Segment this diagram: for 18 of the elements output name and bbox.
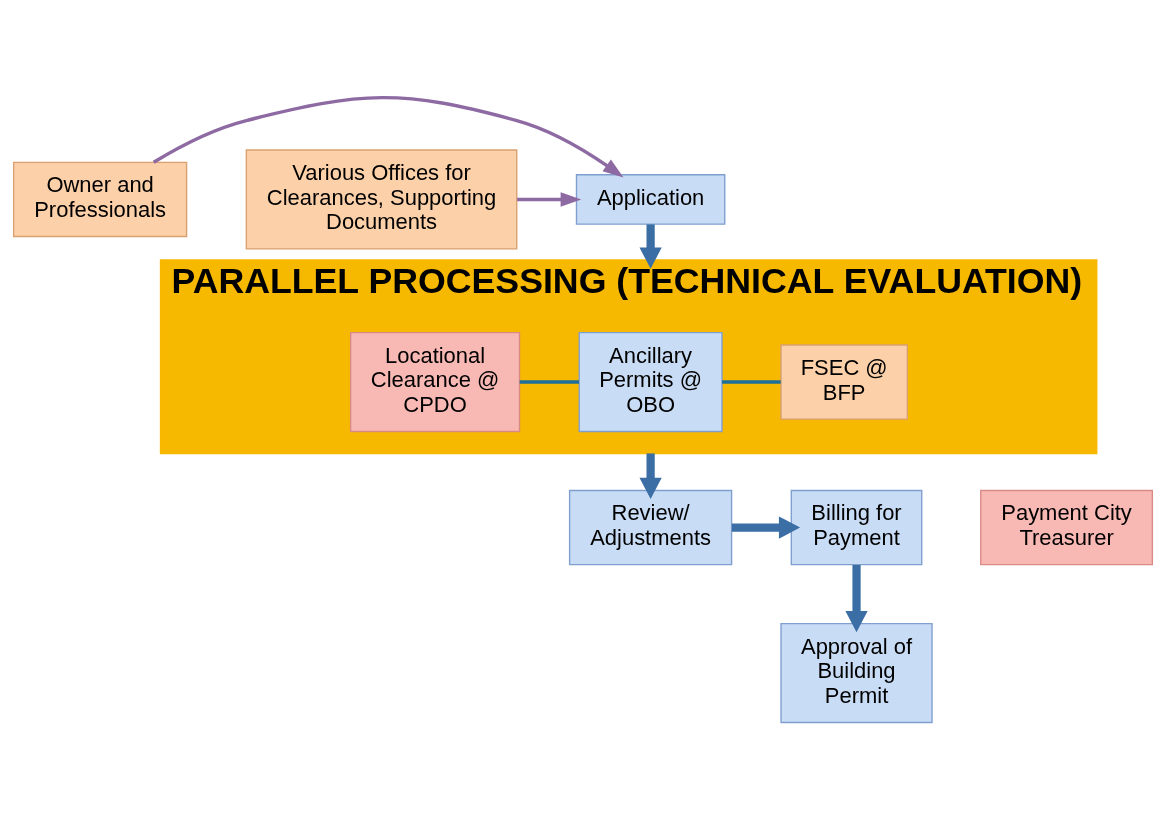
node-box: Application (575, 173, 726, 225)
connector (722, 379, 781, 384)
arrow (152, 95, 624, 177)
node-box: Various Offices for Clearances, Supporting Documents (245, 148, 518, 250)
node-box: Approval of Building Permit (780, 622, 933, 723)
arrow (845, 564, 868, 632)
connector (519, 379, 579, 384)
arrow (639, 452, 662, 499)
node-box: Payment City Treasurer (980, 489, 1154, 565)
node-box: Locational Clearance @ CPDO (349, 331, 521, 432)
node-box: Owner and Professionals (12, 161, 188, 237)
node-box: Ancillary Permits @ OBO (578, 331, 723, 432)
node-box: FSEC @ BFP (780, 343, 908, 420)
arrow (731, 515, 801, 539)
arrow (639, 223, 662, 269)
node-box: Billing for Payment (790, 489, 923, 565)
arrow (517, 191, 582, 207)
node-box: Review/ Adjustments (568, 489, 733, 565)
